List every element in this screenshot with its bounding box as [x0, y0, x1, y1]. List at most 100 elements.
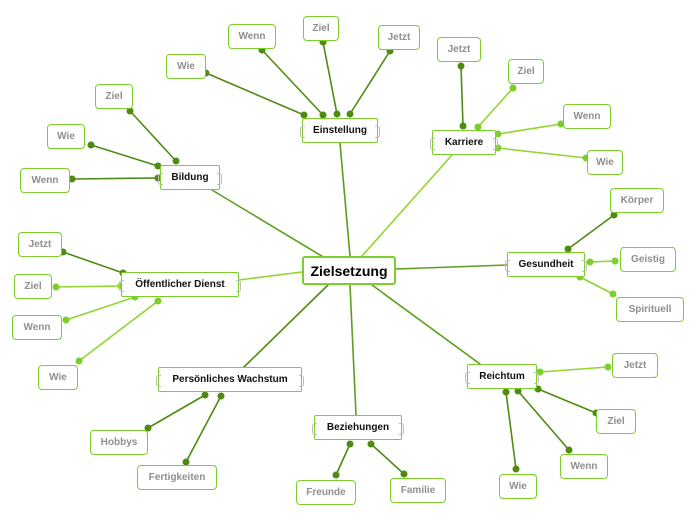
dot-leaf-karriere-jetzt: [457, 62, 465, 70]
dot-branch-karriere-ziel: [474, 123, 482, 131]
link-einstellung-ziel: [322, 41, 338, 115]
link-pw-hobbys: [147, 394, 206, 429]
leaf-bildung-wie[interactable]: Wie: [47, 124, 85, 149]
leaf-reichtum-wenn[interactable]: Wenn: [560, 454, 608, 479]
leaf-einstellung-wenn[interactable]: Wenn: [228, 24, 276, 49]
dot-leaf-bez-familie: [400, 470, 408, 478]
link-bez-freunde: [335, 443, 351, 476]
link-center-persoenliches-wachstum: [243, 284, 329, 368]
dot-leaf-bildung-ziel: [126, 107, 134, 115]
leaf-karriere-jetzt[interactable]: Jetzt: [437, 37, 481, 62]
branch-beziehungen[interactable]: Beziehungen: [312, 415, 404, 440]
link-einstellung-wenn: [261, 49, 324, 116]
leaf-karriere-wie[interactable]: Wie: [587, 150, 623, 175]
dot-branch-bildung-wie: [154, 162, 162, 170]
branch-einstellung[interactable]: Einstellung: [300, 118, 380, 143]
dot-branch-bez-familie: [367, 440, 375, 448]
dot-branch-pw-fertigkeiten: [217, 392, 225, 400]
link-reich-jetzt: [539, 366, 609, 373]
link-gesundheit-koerper: [567, 214, 615, 250]
leaf-reichtum-wie[interactable]: Wie: [499, 474, 537, 499]
link-bez-familie: [370, 443, 405, 475]
branch-oeffentlicher-dienst[interactable]: Öffentlicher Dienst: [119, 272, 241, 297]
leaf-beziehungen-freunde[interactable]: Freunde: [296, 480, 356, 505]
dot-branch-einstellung-wie: [300, 111, 308, 119]
link-oed-wie: [78, 300, 159, 362]
dot-branch-reich-wenn: [514, 387, 522, 395]
link-center-bildung: [211, 189, 326, 259]
link-bildung-wenn: [71, 177, 159, 180]
leaf-einstellung-jetzt[interactable]: Jetzt: [378, 25, 420, 50]
branch-persoenliches-wachstum[interactable]: Persönliches Wachstum: [156, 367, 304, 392]
link-oed-jetzt: [62, 251, 124, 274]
leaf-gesundheit-koerper[interactable]: Körper: [610, 188, 664, 213]
dot-branch-pw-hobbys: [201, 391, 209, 399]
branch-gesundheit[interactable]: Gesundheit: [505, 252, 587, 277]
link-karriere-ziel: [477, 87, 514, 128]
leaf-gesundheit-spirituell[interactable]: Spirituell: [616, 297, 684, 322]
leaf-bildung-ziel[interactable]: Ziel: [95, 84, 133, 109]
dot-branch-bildung-ziel: [172, 157, 180, 165]
link-center-einstellung: [339, 142, 351, 257]
dot-branch-einstellung-jetzt: [346, 110, 354, 118]
branch-bildung[interactable]: Bildung: [158, 165, 222, 190]
link-reich-wie: [505, 391, 517, 470]
link-karriere-jetzt: [460, 65, 464, 127]
branch-reichtum[interactable]: Reichtum: [465, 364, 539, 389]
leaf-persoenliches-wachstum-hobbys[interactable]: Hobbys: [90, 430, 148, 455]
dot-leaf-reich-wenn: [565, 446, 573, 454]
leaf-reichtum-ziel[interactable]: Ziel: [596, 409, 636, 434]
link-bildung-ziel: [129, 110, 177, 162]
link-oed-ziel: [55, 285, 122, 288]
dot-leaf-gesundheit-spirituell: [609, 290, 617, 298]
dot-leaf-gesundheit-geistig: [611, 257, 619, 265]
dot-branch-bez-freunde: [346, 440, 354, 448]
link-bildung-wie: [90, 144, 159, 167]
dot-branch-karriere-wenn: [494, 130, 502, 138]
dot-branch-karriere-jetzt: [459, 122, 467, 130]
link-center-reichtum: [371, 284, 481, 365]
leaf-oeffentlicher-dienst-ziel[interactable]: Ziel: [14, 274, 52, 299]
dot-branch-einstellung-ziel: [333, 110, 341, 118]
link-reich-wenn: [517, 390, 570, 451]
branch-karriere[interactable]: Karriere: [430, 130, 498, 155]
dot-branch-oed-wie: [154, 297, 162, 305]
link-gesundheit-geistig: [589, 260, 616, 263]
link-center-karriere: [361, 154, 453, 257]
link-center-gesundheit: [395, 264, 508, 270]
leaf-persoenliches-wachstum-fertigkeiten[interactable]: Fertigkeiten: [137, 465, 217, 490]
leaf-bildung-wenn[interactable]: Wenn: [20, 168, 70, 193]
leaf-oeffentlicher-dienst-jetzt[interactable]: Jetzt: [18, 232, 62, 257]
dot-branch-reich-wie: [502, 388, 510, 396]
leaf-einstellung-wie[interactable]: Wie: [166, 54, 206, 79]
leaf-einstellung-ziel[interactable]: Ziel: [303, 16, 339, 41]
link-karriere-wenn: [497, 123, 562, 135]
leaf-karriere-ziel[interactable]: Ziel: [508, 59, 544, 84]
dot-leaf-gesundheit-koerper: [610, 211, 618, 219]
central-topic-node[interactable]: Zielsetzung: [302, 256, 396, 285]
dot-leaf-pw-hobbys: [144, 424, 152, 432]
dot-leaf-pw-fertigkeiten: [182, 458, 190, 466]
dot-branch-gesundheit-koerper: [564, 245, 572, 253]
leaf-karriere-wenn[interactable]: Wenn: [563, 104, 611, 129]
dot-branch-einstellung-wenn: [319, 111, 327, 119]
link-karriere-wie: [497, 147, 587, 159]
link-center-oeffentlicher-dienst: [238, 271, 303, 281]
leaf-beziehungen-familie[interactable]: Familie: [390, 478, 446, 503]
dot-leaf-karriere-wenn: [557, 120, 565, 128]
leaf-gesundheit-geistig[interactable]: Geistig: [620, 247, 676, 272]
leaf-oeffentlicher-dienst-wenn[interactable]: Wenn: [12, 315, 62, 340]
dot-leaf-reich-jetzt: [604, 363, 612, 371]
link-einstellung-wie: [205, 72, 305, 116]
dot-leaf-oed-wenn: [62, 316, 70, 324]
link-einstellung-jetzt: [349, 50, 391, 115]
leaf-oeffentlicher-dienst-wie[interactable]: Wie: [38, 365, 78, 390]
link-oed-wenn: [65, 296, 136, 321]
link-reich-ziel: [537, 388, 597, 414]
link-gesundheit-spirituell: [579, 276, 614, 295]
dot-branch-gesundheit-geistig: [586, 258, 594, 266]
dot-leaf-karriere-ziel: [509, 84, 517, 92]
leaf-reichtum-jetzt[interactable]: Jetzt: [612, 353, 658, 378]
